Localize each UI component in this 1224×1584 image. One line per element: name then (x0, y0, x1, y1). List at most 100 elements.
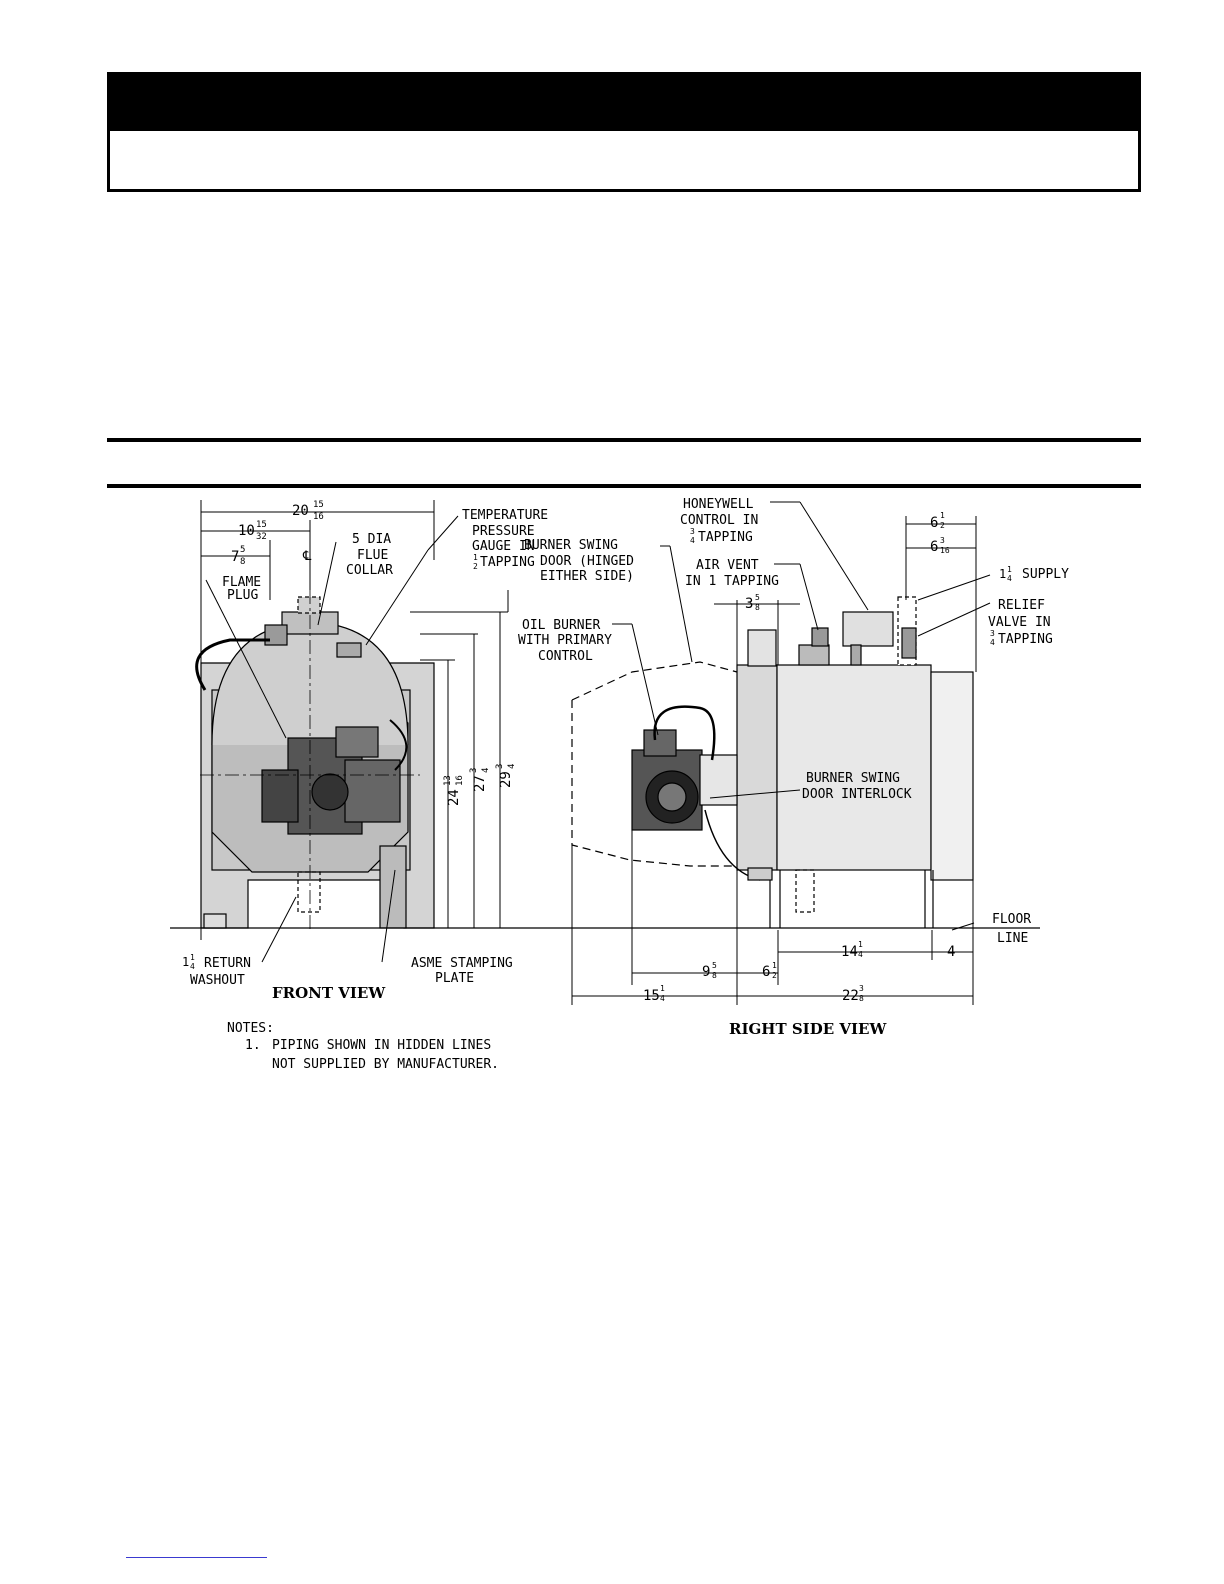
side-view-labels: BURNER SWING DOOR (HINGED EITHER SIDE) H… (518, 497, 1069, 1038)
dim-c-num: 5 (755, 593, 760, 602)
dim-height-2-den: 4 (481, 768, 491, 773)
interlock-line1: BURNER SWING (806, 771, 900, 786)
dim-height-3: 29 (498, 771, 514, 788)
oil-burner-line2: WITH PRIMARY (518, 633, 612, 648)
side-view-title: RIGHT SIDE VIEW (729, 1020, 887, 1038)
header-bar (110, 75, 1138, 131)
dim-b: 6 (930, 539, 938, 555)
front-view-title: FRONT VIEW (272, 984, 386, 1002)
return-frac-num: 1 (190, 953, 195, 962)
relief-frac-den: 4 (990, 638, 995, 647)
relief-line1: RELIEF (998, 598, 1045, 613)
front-view-labels: 20 15 16 10 15 32 7 5 8 ℄ FLAME PLUG 5 D… (182, 500, 548, 1002)
side-view-dimensions (571, 501, 991, 1005)
dim-i-num: 3 (859, 984, 864, 993)
dim-f-den: 4 (858, 950, 863, 959)
dim-half-width: 10 (238, 523, 255, 539)
oil-burner-line1: OIL BURNER (522, 618, 600, 633)
section-rule-top (107, 438, 1141, 442)
side-view-drawing (571, 596, 974, 928)
front-view-dimensions (200, 500, 509, 963)
dim-c-den: 8 (755, 603, 760, 612)
dim-offset-num: 5 (240, 545, 245, 555)
asme-line2: PLATE (435, 971, 474, 986)
flame-plug-line1: FLAME (222, 575, 261, 590)
dim-a-num: 1 (940, 511, 945, 520)
relief-frac-num: 3 (990, 629, 995, 638)
dim-height-3-num: 3 (495, 764, 505, 769)
notes-heading: NOTES: (227, 1021, 274, 1036)
dim-b-den: 16 (940, 546, 950, 555)
dim-offset: 7 (231, 549, 239, 565)
return-washout-line2: WASHOUT (190, 973, 245, 988)
dim-h-num: 1 (660, 984, 665, 993)
temp-gauge-frac-num: 1 (473, 553, 478, 562)
flue-collar-line2: FLUE (357, 548, 388, 563)
dim-e: 6 (762, 964, 770, 980)
dim-a: 6 (930, 515, 938, 531)
dim-height-1-den: 16 (455, 775, 465, 786)
dim-h-den: 4 (660, 994, 665, 1003)
supply-label: SUPPLY (1022, 567, 1069, 582)
dim-half-width-num: 15 (256, 520, 267, 530)
supply-frac-den: 4 (1007, 574, 1012, 583)
relief-line2: VALVE IN (988, 615, 1051, 630)
notes-number: 1. (245, 1038, 261, 1053)
dim-e-num: 1 (772, 961, 777, 970)
dim-overall-width: 20 (292, 503, 309, 519)
relief-line3: TAPPING (998, 632, 1053, 647)
dim-a-den: 2 (940, 521, 945, 530)
dim-f-num: 1 (858, 940, 863, 949)
dim-height-3-den: 4 (507, 764, 517, 769)
honeywell-frac-num: 3 (690, 527, 695, 536)
return-washout-line1: RETURN (204, 956, 251, 971)
honeywell-line1: HONEYWELL (683, 497, 754, 512)
temp-gauge-line4: TAPPING (480, 555, 535, 570)
flue-collar-line1: 5 DIA (352, 532, 391, 547)
centerline-symbol: ℄ (302, 549, 312, 564)
flue-collar-line3: COLLAR (346, 563, 393, 578)
temp-gauge-frac-den: 2 (473, 562, 478, 571)
section-rule-bottom (107, 484, 1141, 488)
return-frac-den: 4 (190, 962, 195, 971)
swing-door-line1: BURNER SWING (524, 538, 618, 553)
dim-i: 22 (842, 988, 859, 1004)
air-vent-line2: IN 1 TAPPING (685, 574, 779, 589)
dim-half-width-den: 32 (256, 532, 267, 542)
footer-link-underline[interactable] (126, 1557, 267, 1558)
flame-plug-line2: PLUG (227, 588, 258, 603)
front-view-drawing (195, 590, 435, 930)
temp-gauge-line1: TEMPERATURE (462, 508, 548, 523)
dim-overall-width-num: 15 (313, 500, 324, 510)
dim-g: 4 (947, 944, 955, 960)
dim-height-1-num: 13 (443, 775, 453, 786)
dim-offset-den: 8 (240, 557, 245, 567)
supply-frac-whole: 1 (999, 567, 1006, 581)
honeywell-line3: TAPPING (698, 530, 753, 545)
dim-height-2: 27 (472, 775, 488, 792)
honeywell-line2: CONTROL IN (680, 513, 758, 528)
dim-d: 9 (702, 964, 710, 980)
swing-door-line3: EITHER SIDE) (540, 569, 634, 584)
dim-f: 14 (841, 944, 858, 960)
temp-gauge-line3: GAUGE IN (472, 539, 535, 554)
dim-height-2-num: 3 (469, 768, 479, 773)
interlock-line2: DOOR INTERLOCK (802, 787, 912, 802)
dim-e-den: 2 (772, 971, 777, 980)
floor-line-label-1: FLOOR (992, 912, 1031, 927)
notes: NOTES: 1. PIPING SHOWN IN HIDDEN LINES N… (227, 1021, 499, 1072)
notes-line1: PIPING SHOWN IN HIDDEN LINES (272, 1038, 491, 1053)
oil-burner-line3: CONTROL (538, 649, 593, 664)
header-box (107, 72, 1141, 192)
honeywell-frac-den: 4 (690, 536, 695, 545)
dim-d-num: 5 (712, 961, 717, 970)
return-frac-whole: 1 (182, 955, 189, 969)
temp-gauge-line2: PRESSURE (472, 524, 535, 539)
dim-c: 3 (745, 596, 753, 612)
dim-i-den: 8 (859, 994, 864, 1003)
asme-line1: ASME STAMPING (411, 956, 513, 971)
notes-line2: NOT SUPPLIED BY MANUFACTURER. (272, 1057, 499, 1072)
dim-h: 15 (643, 988, 660, 1004)
dim-d-den: 8 (712, 971, 717, 980)
